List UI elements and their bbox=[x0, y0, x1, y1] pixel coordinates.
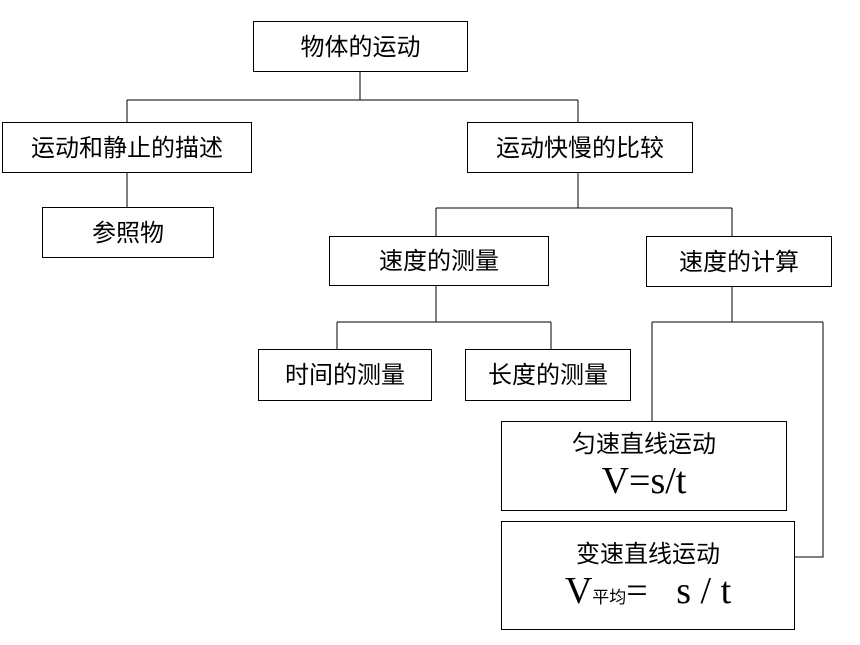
variable-motion-title: 变速直线运动 bbox=[576, 539, 720, 568]
node-measure-speed: 速度的测量 bbox=[329, 236, 549, 286]
node-variable-motion: 变速直线运动 V平均= s / t bbox=[501, 521, 795, 630]
uniform-motion-formula: V=s/t bbox=[601, 460, 687, 502]
node-reference-object: 参照物 bbox=[42, 207, 214, 258]
node-root: 物体的运动 bbox=[253, 21, 468, 72]
node-compare-speed: 运动快慢的比较 bbox=[467, 122, 693, 173]
formula-rest: = s / t bbox=[626, 569, 732, 612]
node-uniform-motion: 匀速直线运动 V=s/t bbox=[501, 421, 787, 511]
node-measure-time: 时间的测量 bbox=[258, 349, 432, 401]
connector-to-variable bbox=[795, 322, 824, 558]
formula-subscript: 平均 bbox=[592, 587, 627, 608]
variable-motion-formula: V平均= s / t bbox=[565, 572, 731, 610]
node-measure-length: 长度的测量 bbox=[465, 349, 631, 401]
node-calc-speed: 速度的计算 bbox=[646, 236, 832, 287]
formula-v: V bbox=[564, 569, 593, 612]
uniform-motion-title: 匀速直线运动 bbox=[572, 430, 716, 458]
node-motion-and-rest: 运动和静止的描述 bbox=[2, 122, 252, 173]
